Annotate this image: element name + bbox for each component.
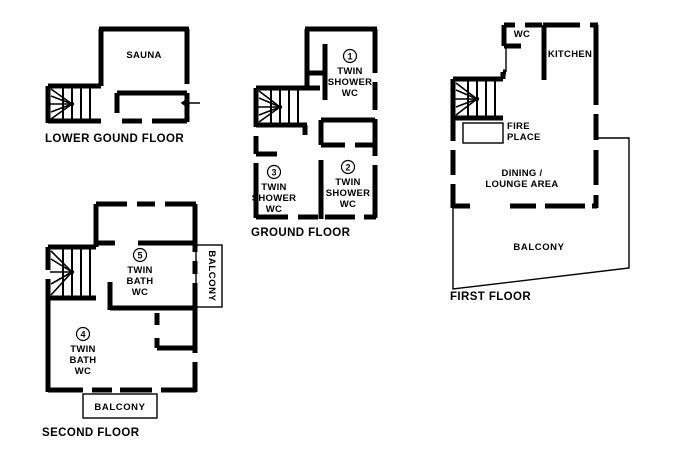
lower-ground-floor-plan: SAUNA LOWER GOUND FLOOR	[45, 26, 200, 145]
room-1-line3: WC	[342, 88, 358, 99]
room-marker-2: 2	[340, 159, 356, 175]
room-label-kitchen: KITCHEN	[548, 49, 592, 60]
room-label-dining-line2: LOUNGE AREA	[485, 179, 558, 190]
floor-label-lower-ground: LOWER GOUND FLOOR	[45, 133, 184, 145]
second-floor-plan: BALCONY BALCONY	[42, 201, 223, 439]
ground-floor-staircase	[258, 90, 299, 123]
room-5-line3: WC	[132, 287, 148, 298]
room-label-balcony-right: BALCONY	[206, 250, 217, 301]
room-marker-3: 3	[266, 164, 282, 180]
second-floor-bottom-balcony: BALCONY	[82, 393, 158, 419]
room-label-wc-first: WC	[514, 29, 530, 40]
room-label-fireplace-line2: PLACE	[507, 132, 541, 143]
floor-label-second: SECOND FLOOR	[42, 427, 140, 439]
room-marker-3-number: 3	[271, 168, 276, 178]
room-5-line2: BATH	[127, 276, 154, 287]
room-3-line3: WC	[266, 204, 282, 215]
lower-ground-walls	[45, 26, 190, 124]
room-label-fireplace-line1: FIRE	[507, 121, 530, 132]
room-5-line1: TWIN	[127, 265, 152, 276]
ground-floor-plan: 1 TWIN SHOWER WC 2 TWIN SHOWER WC 3 TWIN…	[251, 26, 378, 239]
room-marker-5: 5	[132, 247, 148, 263]
room-3-line1: TWIN	[261, 182, 286, 193]
room-2-line3: WC	[340, 199, 356, 210]
room-marker-1: 1	[342, 48, 358, 64]
room-2-line1: TWIN	[335, 177, 360, 188]
first-floor-plan: WC KITCHEN FIRE PLACE DINING / LOUNGE AR…	[450, 22, 630, 303]
room-label-dining-line1: DINING /	[502, 168, 543, 179]
second-floor-right-balcony: BALCONY	[195, 244, 223, 308]
room-2-line2: SHOWER	[326, 188, 371, 199]
second-floor-walls	[45, 201, 198, 393]
room-4-line2: BATH	[70, 355, 97, 366]
room-marker-2-number: 2	[345, 163, 350, 173]
room-marker-1-number: 1	[347, 52, 352, 62]
room-label-balcony-first: BALCONY	[513, 242, 564, 253]
room-label-sauna: SAUNA	[126, 50, 161, 61]
floor-label-ground: GROUND FLOOR	[251, 227, 351, 239]
room-marker-4-number: 4	[80, 330, 85, 340]
room-3-line2: SHOWER	[252, 193, 297, 204]
room-4-line1: TWIN	[70, 344, 95, 355]
fireplace-shape	[462, 122, 504, 144]
ground-floor-walls	[253, 26, 378, 220]
first-floor-walls	[450, 22, 599, 209]
floor-label-first: FIRST FLOOR	[450, 291, 531, 303]
first-floor-balcony-outline	[452, 137, 630, 290]
room-label-balcony-bottom: BALCONY	[94, 402, 145, 413]
second-floor-staircase	[50, 249, 91, 296]
entry-direction-arrow	[180, 97, 200, 109]
room-marker-4: 4	[75, 326, 91, 342]
lower-ground-staircase	[50, 88, 91, 120]
room-marker-5-number: 5	[137, 251, 142, 261]
room-1-line2: SHOWER	[328, 77, 373, 88]
room-4-line3: WC	[75, 366, 91, 377]
first-floor-staircase	[455, 81, 496, 116]
room-1-line1: TWIN	[337, 66, 362, 77]
